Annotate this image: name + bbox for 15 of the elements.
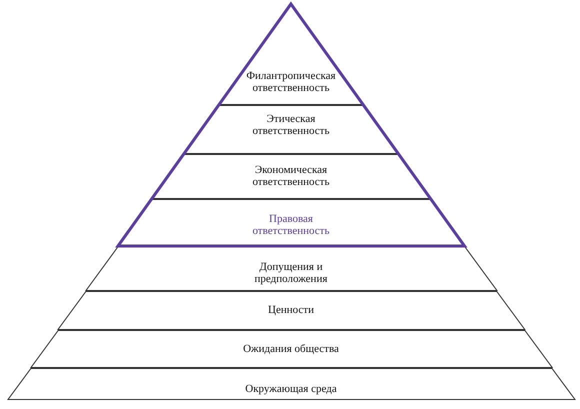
tier-label: Допущения и предположения [254, 261, 328, 285]
triangle-outline [115, 0, 468, 249]
pyramid-tier [86, 246, 497, 291]
tier-label: Этическая ответственность [251, 113, 330, 137]
tier-label: Экономическая ответственность [251, 164, 330, 188]
tier-label: Ценности [267, 304, 314, 316]
pyramid-tier [184, 105, 399, 154]
pyramid-tier [30, 330, 552, 368]
pyramid-tier [8, 368, 575, 400]
tier-label: Ожидания общества [242, 343, 340, 355]
tier-label: Правовая ответственность [251, 212, 330, 236]
pyramid-tier [152, 154, 431, 199]
tier-label: Филантропическая ответственность [245, 70, 336, 94]
tier-label: Окружающая среда [244, 383, 338, 395]
pyramid-tier [58, 291, 525, 330]
